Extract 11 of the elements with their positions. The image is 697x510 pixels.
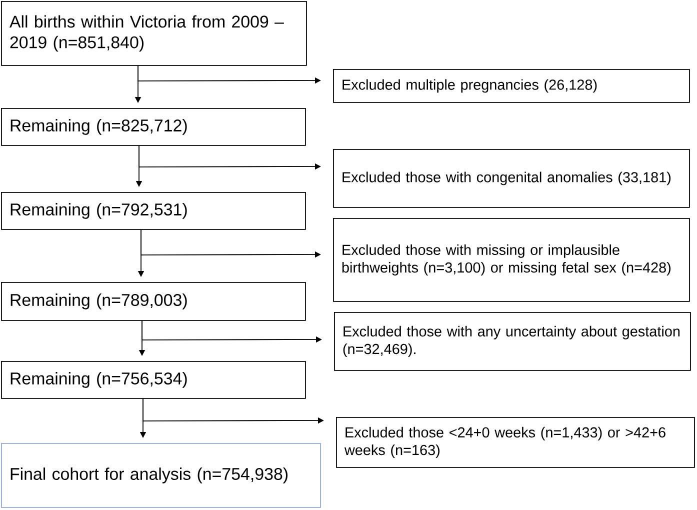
process-box: Final cohort for analysis (n=754,938) xyxy=(1,443,321,508)
process-box: Excluded those <24+0 weeks (n=1,433) or >42+6 weeks (n=163) xyxy=(336,417,695,468)
process-box: Remaining (n=792,531) xyxy=(1,192,306,230)
process-box: Remaining (n=756,534) xyxy=(1,361,306,399)
process-box: Excluded those with congenital anomalies (33,181) xyxy=(333,149,690,208)
process-box: Remaining (n=825,712) xyxy=(1,108,306,146)
process-box: Remaining (n=789,003) xyxy=(1,282,306,321)
process-box: Excluded those with missing or implausible birthweights (n=3,100) or missing fetal sex (n=428) xyxy=(333,218,690,302)
process-box: Excluded those with any uncertainty about gestation (n=32,469). xyxy=(334,312,691,371)
process-box: Excluded multiple pregnancies (26,128) xyxy=(333,69,690,103)
process-box: All births within Victoria from 2009 – 2019 (n=851,840) xyxy=(1,1,307,66)
